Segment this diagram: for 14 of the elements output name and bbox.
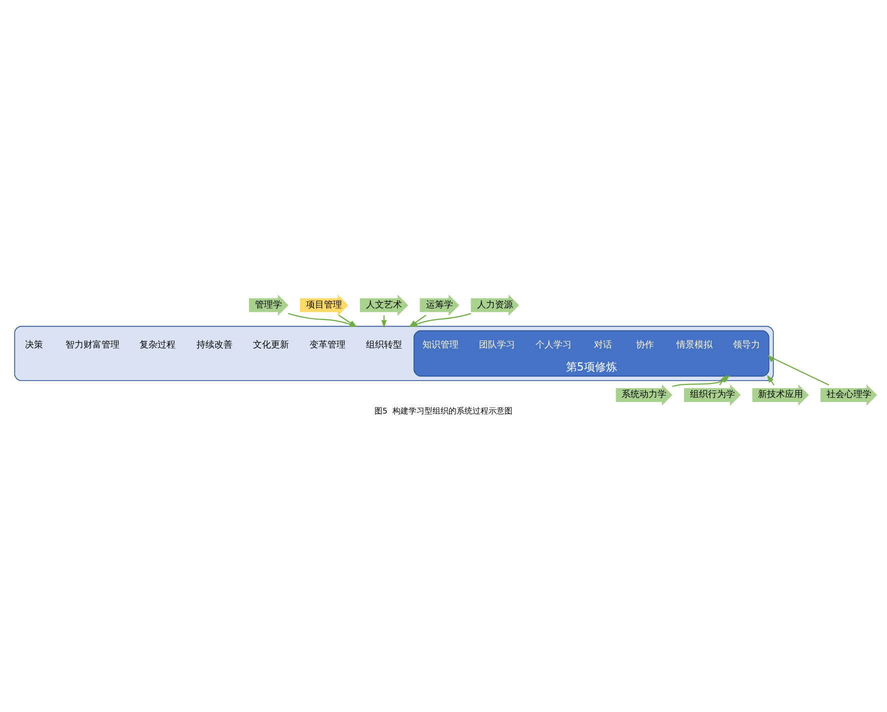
node-text: 情景模拟 [676, 340, 713, 350]
node-text: 持续改善 [196, 340, 232, 350]
node-text: 领导力 [733, 340, 760, 350]
node-text: 对话 [594, 340, 612, 350]
node-text: 智力财富管理 [65, 340, 120, 350]
node-text: 文化更新 [252, 340, 289, 350]
node-text: 个人学习 [536, 340, 572, 350]
node-text: 协作 [636, 340, 654, 350]
node-text: 决策 [25, 340, 44, 350]
node-text: 组织转型 [366, 340, 402, 350]
node-text: 复杂过程 [140, 340, 176, 350]
node-text: 知识管理 [422, 340, 459, 350]
node-text: 变革管理 [309, 340, 346, 350]
node-text: 团队学习 [479, 340, 516, 350]
